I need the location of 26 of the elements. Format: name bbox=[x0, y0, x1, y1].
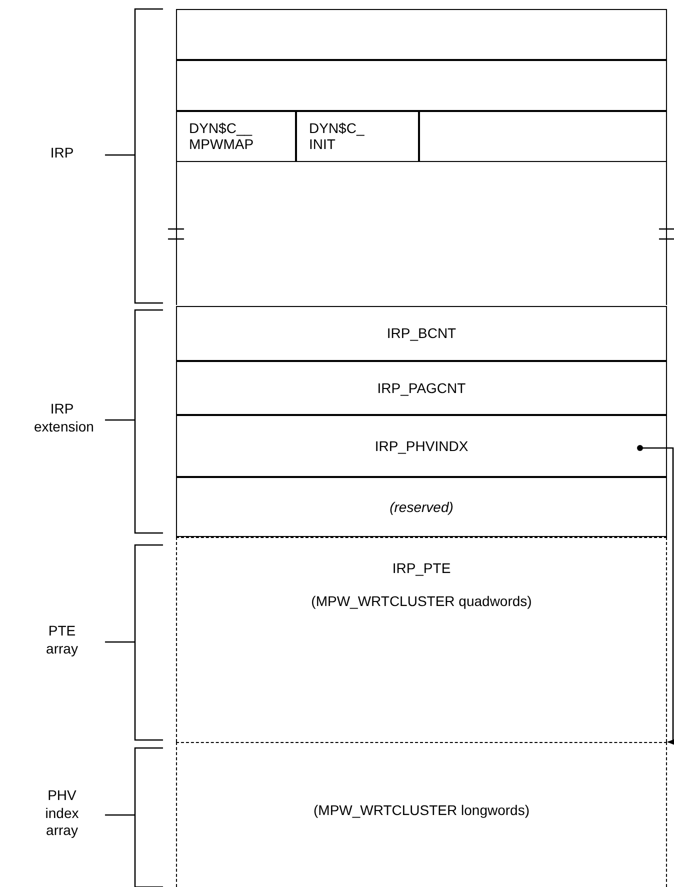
empty-field-box bbox=[176, 9, 667, 60]
field-label: (MPW_WRTCLUSTER longwords) bbox=[314, 800, 530, 820]
section-label: PTE array bbox=[45, 622, 79, 658]
field-box bbox=[176, 415, 667, 477]
empty-field-box bbox=[419, 111, 667, 162]
field-label: IRP_PHVINDX bbox=[374, 436, 468, 456]
field-label: (reserved) bbox=[390, 498, 454, 517]
field-label: DYN$C_ INIT bbox=[309, 121, 366, 152]
empty-field-box bbox=[176, 162, 667, 305]
field-label: DYN$C__ MPWMAP bbox=[189, 121, 255, 152]
section-label: PHV index array bbox=[44, 786, 80, 840]
field-label: IRP_BCNT bbox=[386, 324, 456, 343]
section-label: IRP bbox=[49, 144, 75, 162]
empty-field-box bbox=[176, 60, 667, 111]
field-box bbox=[176, 477, 667, 537]
arrow bbox=[637, 445, 674, 746]
field-box bbox=[176, 306, 667, 361]
field-label: IRP_PTE bbox=[392, 559, 451, 578]
field-box bbox=[176, 742, 667, 887]
field-label: (MPW_WRTCLUSTER quadwords) bbox=[311, 592, 532, 611]
section-label: IRP extension bbox=[33, 400, 95, 436]
field-box bbox=[176, 537, 667, 742]
field-label: IRP_PAGCNT bbox=[377, 378, 466, 398]
field-box bbox=[296, 111, 419, 162]
field-box bbox=[176, 111, 296, 162]
field-box bbox=[176, 361, 667, 415]
